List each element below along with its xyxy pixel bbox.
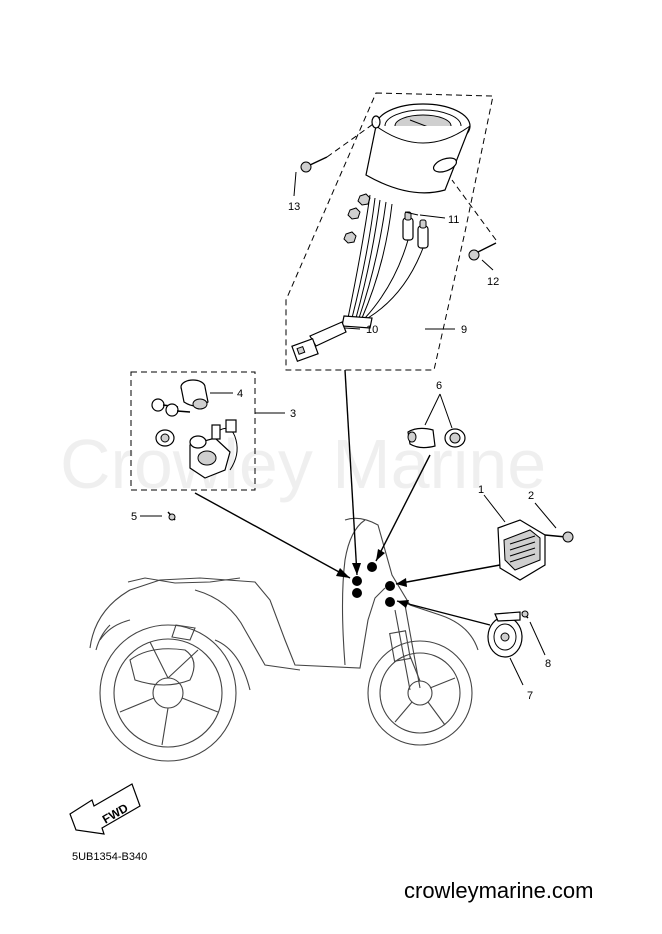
main-switch-group <box>130 371 285 491</box>
callout-9: 9 <box>461 324 467 336</box>
wire-harness <box>291 194 424 363</box>
screw-5 <box>140 511 176 521</box>
main-switch-outline <box>130 371 256 491</box>
bulb-sockets <box>402 211 429 249</box>
horn <box>487 611 524 686</box>
callout-3: 3 <box>290 408 296 420</box>
callout-7: 7 <box>527 690 533 702</box>
site-url: crowleymarine.com <box>404 878 594 903</box>
callout-11: 11 <box>448 214 459 226</box>
indicator-lights <box>407 393 466 449</box>
bolt-2 <box>534 502 574 543</box>
location-dots <box>352 562 395 607</box>
rectifier-regulator <box>483 494 546 581</box>
callout-10: 10 <box>366 324 378 336</box>
main-switch <box>189 419 238 479</box>
callout-13: 13 <box>288 201 300 213</box>
nuts <box>343 193 371 244</box>
scooter-outline <box>89 517 479 762</box>
watermark-text: Crowley Marine <box>60 425 546 503</box>
screw-13 <box>300 121 377 173</box>
screw-12 <box>451 179 497 261</box>
forward-arrow: FWD <box>69 783 141 835</box>
callout-labels: 1 2 3 4 5 6 7 8 9 10 11 12 13 <box>131 201 551 702</box>
screw-8 <box>521 610 546 656</box>
keys <box>151 398 191 417</box>
callout-5: 5 <box>131 511 137 523</box>
diagram-code: 5UB1354-B340 <box>72 851 147 863</box>
callout-8: 8 <box>545 658 551 670</box>
pointer-arrows <box>194 369 501 626</box>
cap-cylinder <box>155 429 175 447</box>
callout-12: 12 <box>487 276 499 288</box>
speedometer <box>365 103 471 194</box>
seat-lock <box>180 379 209 410</box>
callout-6: 6 <box>436 380 442 392</box>
meter-assembly-outline <box>285 92 494 371</box>
callout-2: 2 <box>528 490 534 502</box>
callout-1: 1 <box>478 484 484 496</box>
meter-assembly-group <box>285 92 497 371</box>
callout-4: 4 <box>237 388 243 400</box>
